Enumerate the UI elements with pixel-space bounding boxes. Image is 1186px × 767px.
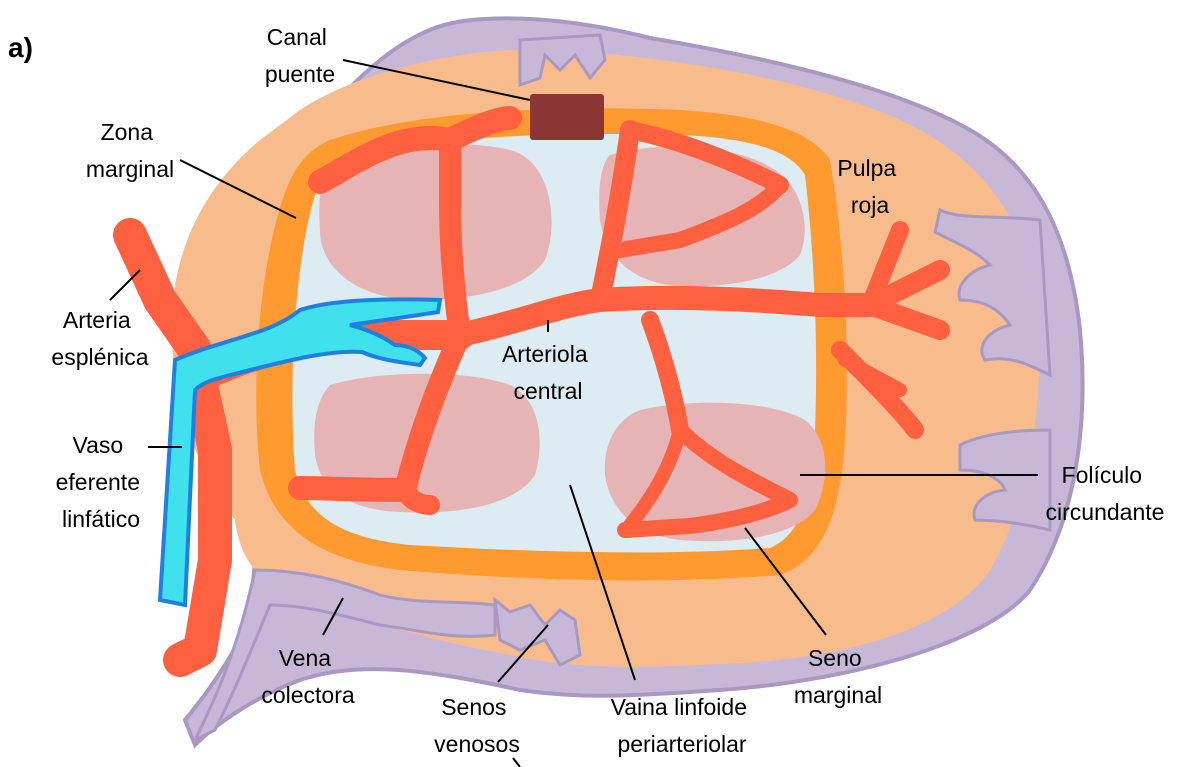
label-venous-sinuses: Senos venosos: [434, 694, 520, 757]
label-marginal-zone: Zona marginal: [86, 119, 174, 182]
bridging-channel: [530, 94, 604, 140]
leader-cutoff: [513, 758, 520, 767]
label-splenic-artery: Arteria esplénica: [51, 307, 148, 370]
label-efferent-lymph: Vaso eferente linfático: [56, 432, 147, 532]
panel-label: a): [8, 32, 33, 63]
label-pals: Vaina linfoide periarteriolar: [611, 694, 754, 757]
label-bridge-channel: Canal puente: [265, 24, 335, 87]
